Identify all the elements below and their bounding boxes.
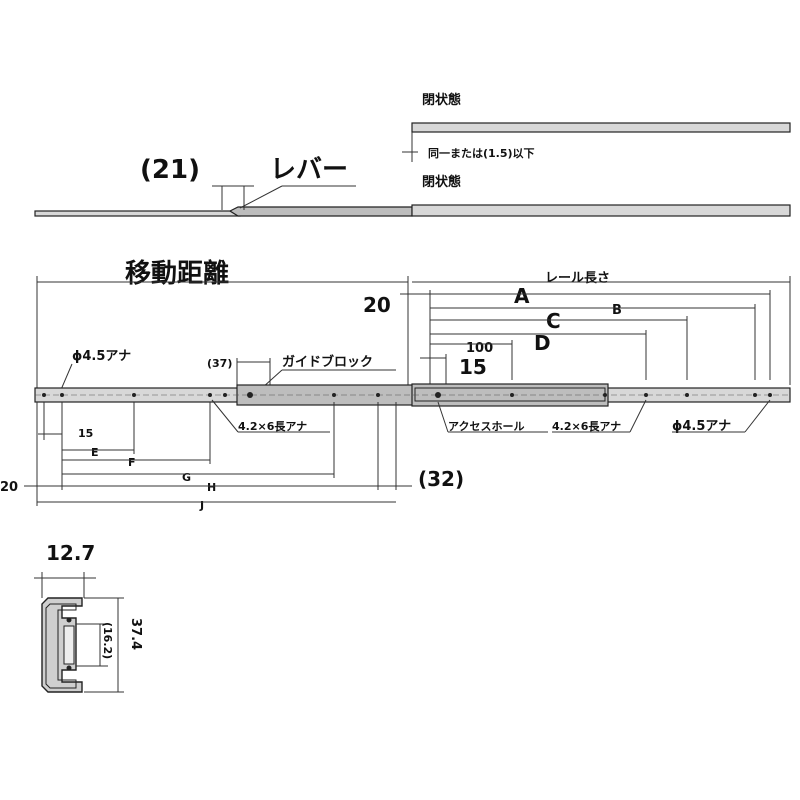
dim-A: A [514, 284, 530, 308]
closed-state-top-rail [411, 122, 791, 133]
hole-45-left-label: ϕ4.5アナ [72, 349, 131, 364]
dim-32: (32) [418, 467, 464, 491]
inner-16-2: (16.2) [101, 622, 114, 659]
dim-F: F [128, 456, 136, 469]
cross-section-profile [41, 597, 83, 693]
closed-state-top-label: 閉状態 [422, 92, 461, 108]
dim-20-top: 20 [363, 293, 391, 317]
dim-15-right: 15 [459, 355, 487, 379]
dim-B: B [612, 303, 622, 318]
closed-state-side-rail [34, 204, 791, 217]
travel-distance-label: 移動距離 [125, 258, 229, 289]
dim-100: 100 [466, 341, 493, 356]
dim-J: J [199, 499, 204, 512]
guide-block-label: ガイドブロック [282, 354, 373, 370]
slot-left-label: 4.2×6長アナ [238, 420, 307, 433]
lever-dimension: (21) [140, 155, 200, 185]
dim-15-left: 15 [78, 427, 93, 440]
lever-label: レバー [270, 155, 348, 185]
dim-D: D [534, 331, 551, 355]
rail-length-label: レール長さ [545, 271, 610, 286]
access-hole-label: アクセスホール [448, 420, 524, 433]
dim-37: (37) [207, 357, 232, 370]
dim-E: E [91, 446, 99, 459]
dim-G: G [182, 471, 191, 484]
height-37-4: 37.4 [128, 618, 143, 650]
dim-H: H [207, 481, 216, 494]
slot-right-label: 4.2×6長アナ [552, 420, 621, 433]
main-rail [34, 383, 791, 407]
dim-C: C [546, 309, 561, 333]
closed-state-mid-label: 閉状態 [422, 174, 461, 190]
hole-45-right-label: ϕ4.5アナ [672, 419, 731, 434]
width-12-7: 12.7 [46, 541, 95, 565]
same-or-less-note: 同一または(1.5)以下 [428, 147, 535, 160]
dim-20-left: 20 [0, 480, 18, 495]
